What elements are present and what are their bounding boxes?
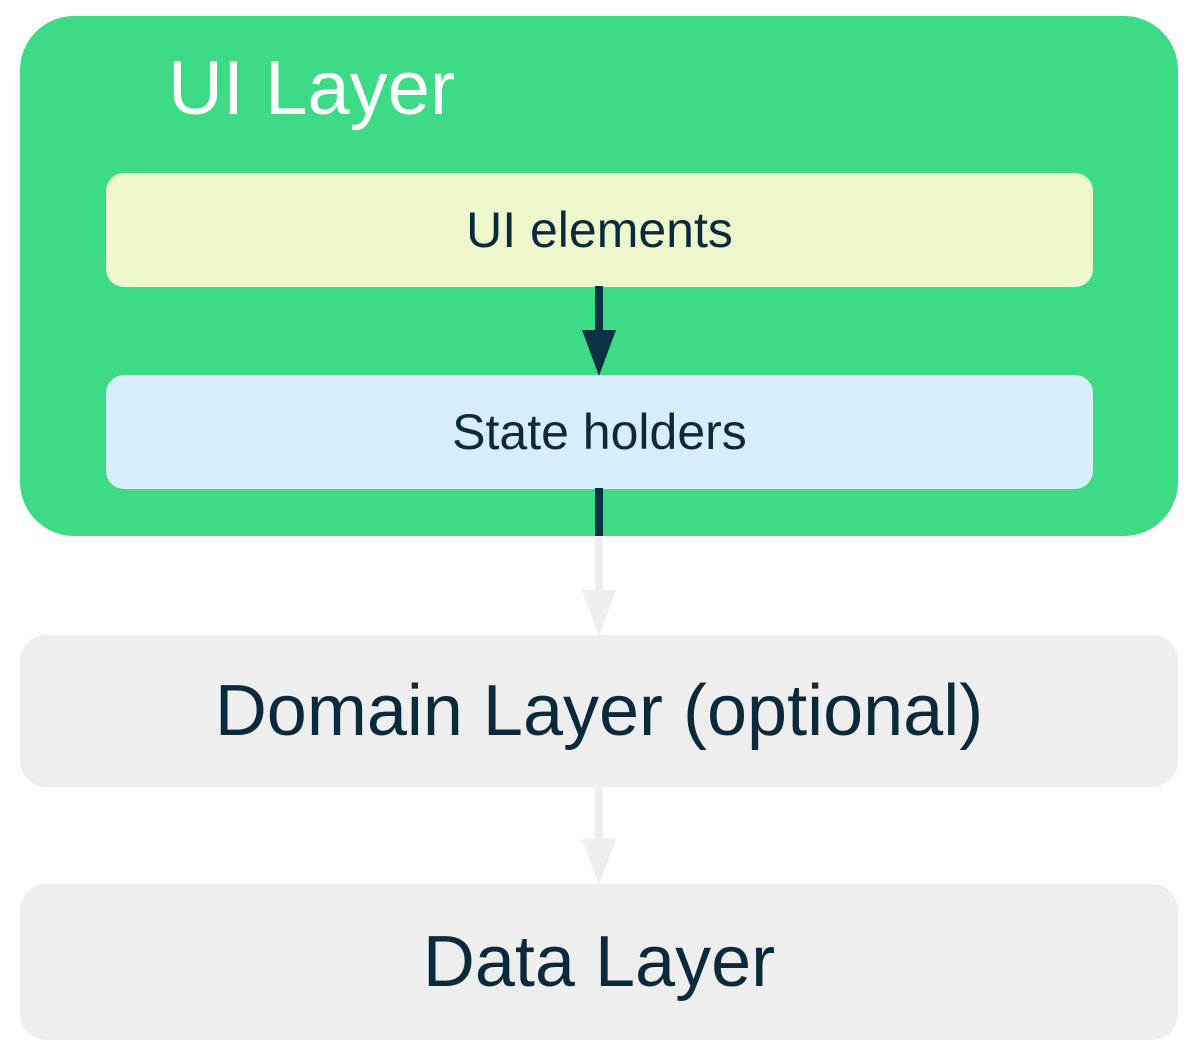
domain-layer-label: Domain Layer (optional) xyxy=(214,671,984,751)
state-holders-label: State holders xyxy=(452,404,747,460)
arrow-state-to-domain-head xyxy=(582,590,616,636)
data-layer-box: Data Layer xyxy=(20,884,1178,1040)
ui-layer-container: UI Layer UI elements State holders xyxy=(20,16,1178,536)
arrow-domain-to-data-head xyxy=(582,839,616,885)
domain-layer-box: Domain Layer (optional) xyxy=(20,635,1178,787)
ui-layer-title: UI Layer xyxy=(168,46,456,131)
state-holders-box: State holders xyxy=(106,375,1093,489)
ui-elements-label: UI elements xyxy=(466,202,733,258)
data-layer-label: Data Layer xyxy=(422,922,776,1002)
ui-elements-box: UI elements xyxy=(106,173,1093,287)
